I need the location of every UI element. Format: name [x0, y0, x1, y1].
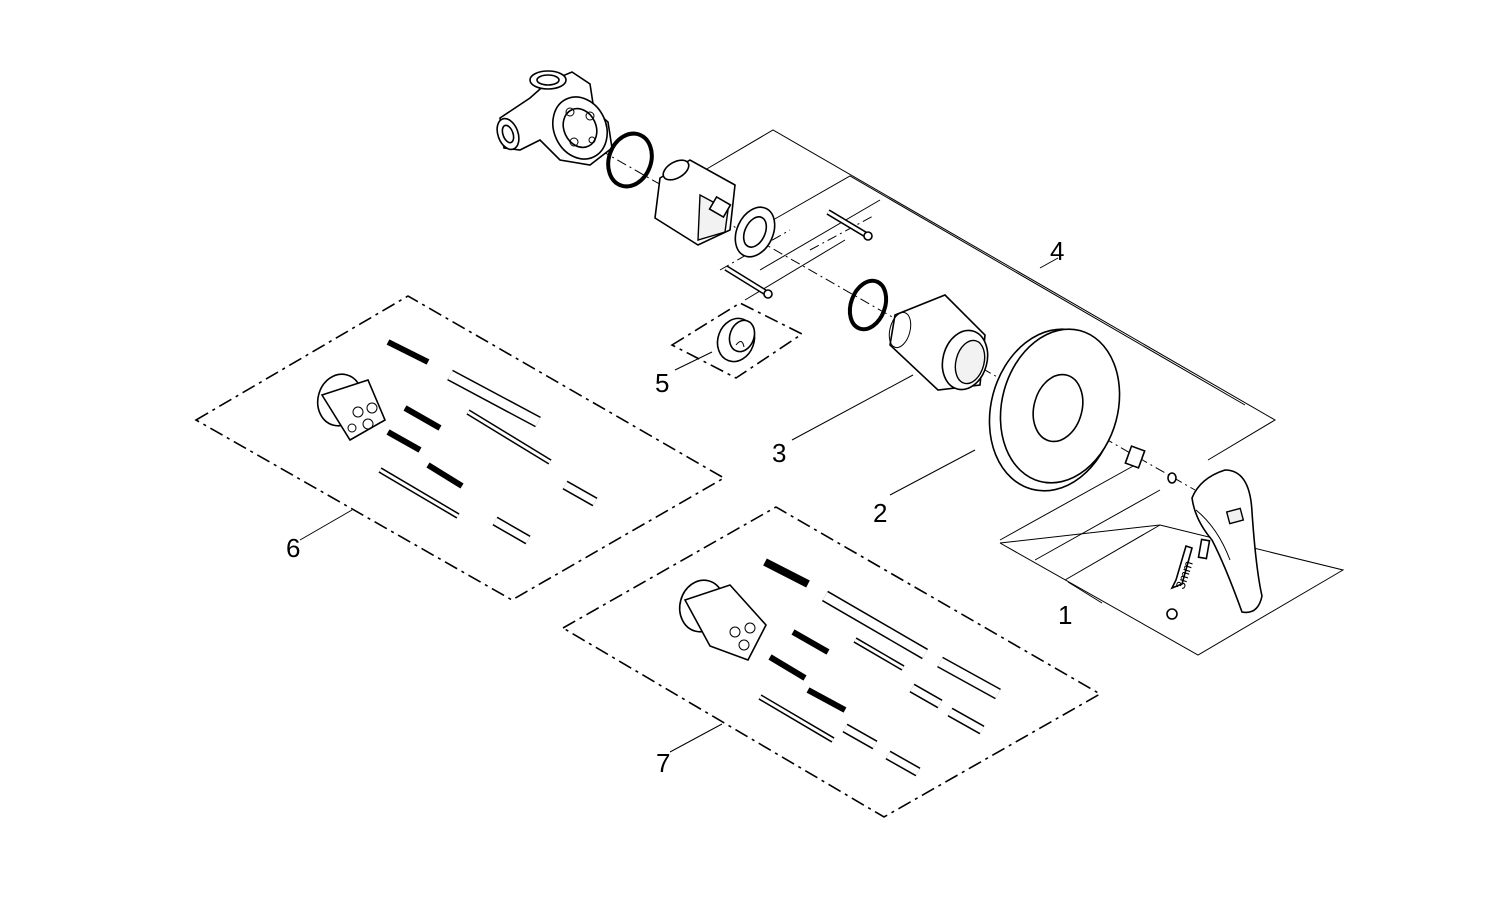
- svg-text:3mm: 3mm: [1173, 559, 1196, 591]
- kit-7-cartridge: [678, 579, 767, 661]
- allen-key-tool: 3mm: [1170, 544, 1196, 591]
- cartridge-flange: [734, 206, 776, 258]
- sleeve-3: [888, 294, 989, 391]
- kit-6-screws: [378, 339, 598, 545]
- kit-5-box: [670, 302, 804, 379]
- handle-box-1: [999, 524, 1345, 656]
- callout-6: 6: [286, 533, 300, 563]
- callout-2: 2: [873, 498, 887, 528]
- mounting-screw-1: [826, 209, 873, 241]
- set-screw: [1167, 472, 1177, 484]
- mounting-screw-2: [724, 265, 773, 299]
- escutcheon-plate-2: [988, 328, 1121, 492]
- handle-adapter: [1124, 445, 1146, 469]
- kit-7-screws: [758, 558, 1001, 777]
- grub-screw: [1197, 538, 1211, 560]
- cap-plug: [1166, 608, 1178, 620]
- callout-7: 7: [656, 748, 670, 778]
- cartridge-upper: [654, 159, 736, 246]
- kit-7-box: [561, 506, 1102, 818]
- leader-lines: [299, 351, 976, 753]
- callout-1: 1: [1058, 600, 1072, 630]
- valve-body: [496, 70, 613, 166]
- temperature-stop-5: [716, 317, 756, 363]
- lever-handle-1: [1191, 469, 1263, 614]
- assembly-4-bracket: [704, 129, 1276, 561]
- kit-6-cartridge: [316, 373, 387, 442]
- callout-4: 4: [1050, 236, 1064, 266]
- kit-6-box: [194, 295, 726, 601]
- o-ring-large: [606, 131, 654, 189]
- callout-3: 3: [772, 438, 786, 468]
- o-ring-small: [847, 278, 889, 332]
- callout-5: 5: [655, 368, 669, 398]
